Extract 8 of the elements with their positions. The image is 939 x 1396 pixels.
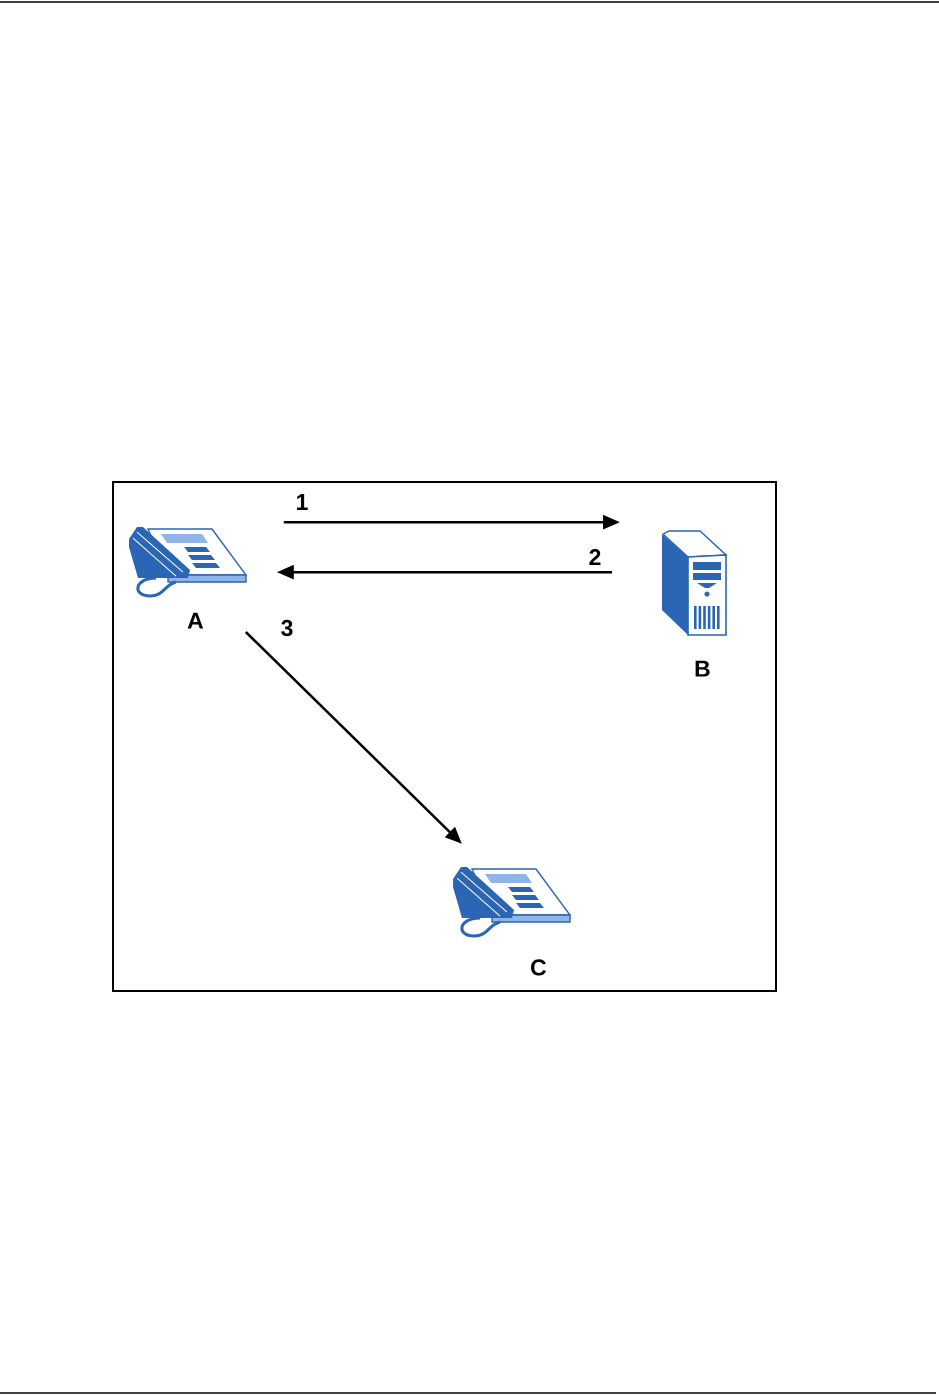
node-label: B bbox=[695, 660, 710, 677]
edge-label: 2 bbox=[586, 547, 604, 568]
node-label: A bbox=[187, 612, 204, 629]
telephone: C bbox=[453, 867, 572, 976]
telephone: A bbox=[129, 527, 248, 629]
edge-label: 3 bbox=[278, 617, 296, 639]
node-label: C bbox=[531, 959, 547, 976]
edge-label: 1 bbox=[293, 492, 311, 512]
